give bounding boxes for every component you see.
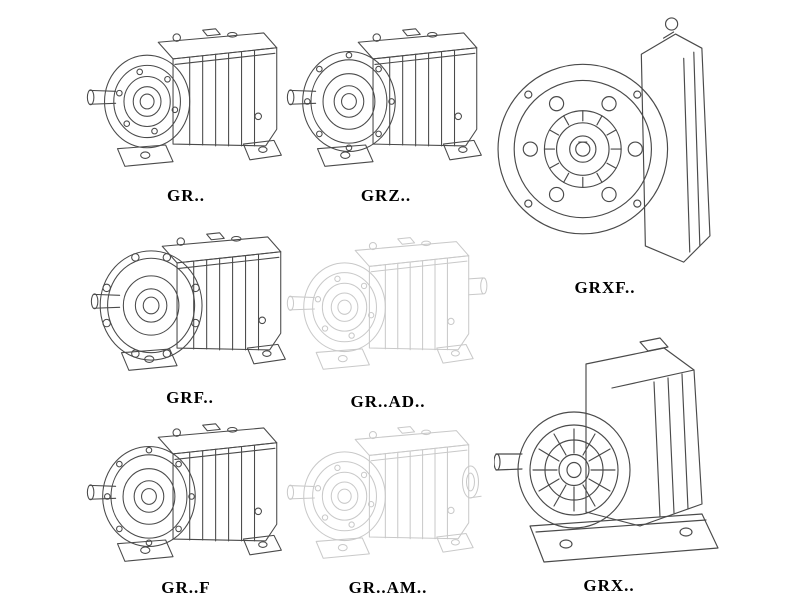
- product-cell-grad: GR..AD..: [286, 212, 490, 412]
- product-cell-grz: GRZ..: [286, 6, 486, 206]
- product-cell-grff: GR..F: [86, 404, 286, 598]
- product-label-gr: GR..: [167, 186, 205, 205]
- product-cell-grx: GRX..: [494, 306, 724, 596]
- gearbox-drawing-grz: [286, 28, 482, 167]
- gearbox-drawing-grff: [86, 423, 282, 562]
- product-cell-gram: GR..AM..: [286, 404, 490, 598]
- product-label-grz: GRZ..: [360, 186, 412, 205]
- product-label-gram: GR..AM..: [348, 578, 428, 597]
- gearbox-drawing-grxf: [497, 17, 711, 263]
- product-label-grad: GR..AD..: [350, 392, 426, 411]
- gearbox-drawing-grad: [286, 237, 488, 370]
- gearbox-drawing-grx: [494, 337, 719, 563]
- gearbox-drawing-gram: [286, 426, 482, 559]
- product-cell-grf: GRF..: [90, 212, 290, 408]
- product-label-grx: GRX..: [583, 576, 635, 595]
- gearbox-drawing-gr: [86, 28, 282, 167]
- product-label-grff: GR..F: [161, 578, 211, 597]
- product-cell-grxf: GRXF..: [494, 2, 716, 298]
- product-cell-gr: GR..: [86, 6, 286, 206]
- product-label-grf: GRF..: [166, 388, 214, 407]
- product-label-grxf: GRXF..: [574, 278, 636, 297]
- gearbox-drawing-grf: [90, 232, 286, 371]
